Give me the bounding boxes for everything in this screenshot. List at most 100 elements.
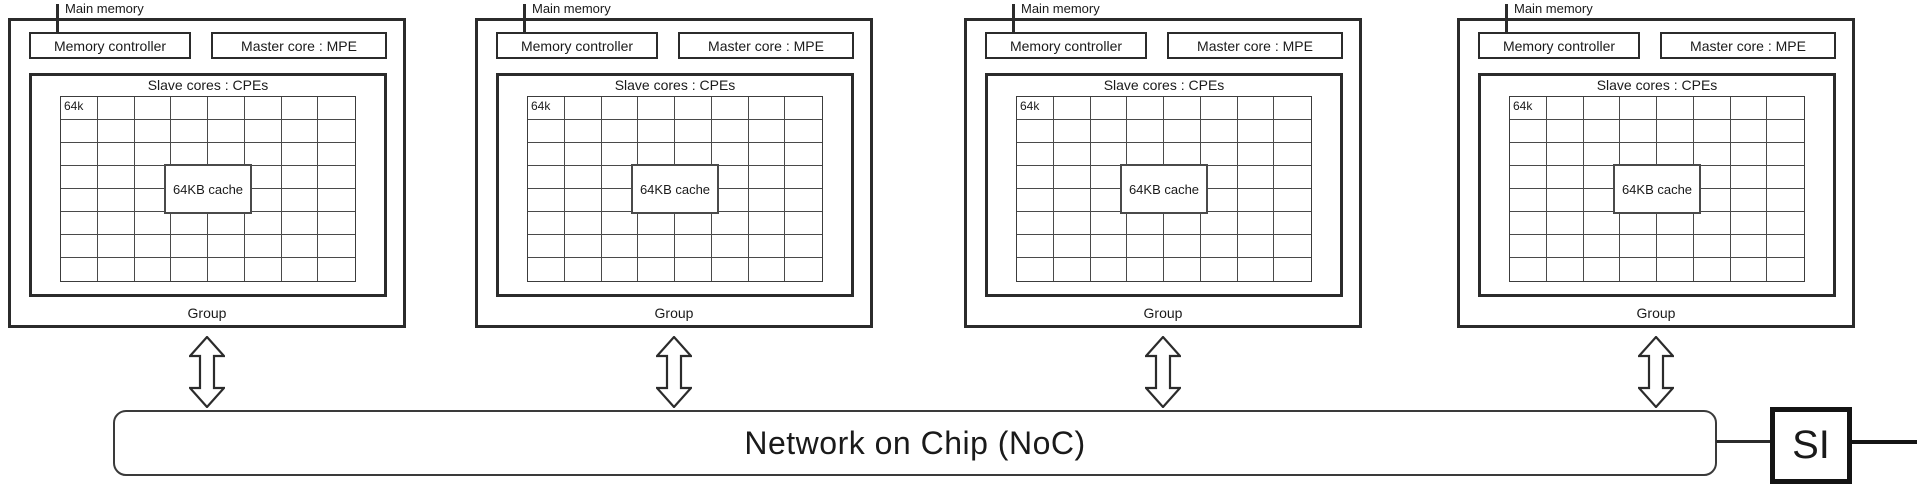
main-memory-label: Main memory [1514,1,1593,16]
noc-label: Network on Chip (NoC) [744,424,1086,461]
cpe-cell [1164,258,1201,281]
cpe-cell [1510,258,1547,281]
cpe-cell [1274,120,1311,143]
si-label: SI [1792,423,1830,467]
cpe-cell [711,120,749,143]
cpe-cell [98,258,135,281]
cpe-cell [1127,258,1164,281]
cpe-cell [785,166,822,189]
cpe-cell [711,143,749,166]
cpe-cell [208,143,245,166]
cpe-cell [564,120,602,143]
cpe-cell [711,235,749,258]
cpe-cell [171,235,208,258]
cpe-cell [748,97,786,120]
cpe-cell [675,120,712,143]
cpe-cell [1237,143,1275,166]
cpe-cell [711,166,749,189]
cpe-cell [601,212,639,235]
cpe-cell [1090,235,1128,258]
cpe-cell-64k: 64k [61,97,98,120]
cpe-cell [785,189,822,212]
cpe-cell [1546,97,1584,120]
cpe-cell [1017,258,1054,281]
cpe-cell [1657,235,1694,258]
cpe-cell [134,97,172,120]
cpe-cell [245,258,282,281]
cpe-cell [1274,97,1311,120]
cpe-cell [528,143,565,166]
cpe-cell [1053,120,1091,143]
cpe-cell [134,235,172,258]
cpe-cell [97,189,135,212]
slave-cores-box: Slave cores : CPEs 64k 64KB cache [496,73,854,297]
double-arrow-icon [1638,336,1674,408]
cpe-cell [601,235,639,258]
double-arrow-icon [189,336,225,408]
cpe-cell [602,258,639,281]
cpe-cell [244,143,282,166]
master-core-mpe-box: Master core : MPE [1660,32,1836,59]
cpe-cell [528,189,565,212]
slave-cores-box: Slave cores : CPEs 64k 64KB cache [29,73,387,297]
double-arrow-icon [656,336,692,408]
cpe-cell [1546,212,1584,235]
cpe-cell [1546,143,1584,166]
cpe-cell [675,235,712,258]
cpe-cell [1200,97,1238,120]
cpe-cell [135,258,172,281]
cache-label: 64KB cache [1621,181,1693,197]
cpe-cell [61,212,98,235]
double-arrow-icon [1145,336,1181,408]
memory-controller-box: Memory controller [496,32,658,59]
cpe-cell [1767,235,1804,258]
cpe-cell [1237,189,1275,212]
cpe-cell [712,258,749,281]
cpe-cell [134,212,172,235]
cpe-cell [785,258,822,281]
cpe-cell [711,189,749,212]
cpe-cell [675,97,712,120]
cpe-cell [564,97,602,120]
cpe-cell [1274,143,1311,166]
master-core-label: Master core : MPE [1197,37,1313,54]
cpe-cell [61,258,98,281]
memory-controller-box: Memory controller [1478,32,1640,59]
slave-cores-title: Slave cores : CPEs [614,77,736,93]
cpe-cell [711,212,749,235]
cache-box: 64KB cache [164,164,252,214]
cpe-cell [1200,189,1238,212]
cpe-cell [1200,212,1238,235]
cpe-cell [1767,143,1804,166]
cpe-cell [282,258,319,281]
cpe-cell [244,235,282,258]
cpe-cell [1693,166,1731,189]
cpe-cell [1127,97,1164,120]
cpe-cell [1237,166,1275,189]
cpe-cell [208,212,245,235]
group-label: Group [654,305,694,321]
cpe-cell [748,120,786,143]
cpe-cell [1200,143,1238,166]
cpe-cell [785,120,822,143]
cpe-cell [281,212,319,235]
cpe-cell [565,258,602,281]
cpe-cell [1730,166,1768,189]
cpe-cell [318,143,355,166]
cpe-cell [1053,189,1091,212]
cpe-cell [1730,143,1768,166]
cache-label: 64KB cache [1128,181,1200,197]
cpe-cell [1693,143,1731,166]
cpe-cell [564,143,602,166]
cpe-cell [318,258,355,281]
cpe-cell [748,143,786,166]
cpe-cell [97,97,135,120]
cache-box: 64KB cache [1613,164,1701,214]
cpe-cell [318,189,355,212]
cpe-cell [208,97,245,120]
master-core-mpe-box: Master core : MPE [211,32,387,59]
cpe-cell [1053,143,1091,166]
cpe-cell [1547,258,1584,281]
cpe-cell [1693,120,1731,143]
